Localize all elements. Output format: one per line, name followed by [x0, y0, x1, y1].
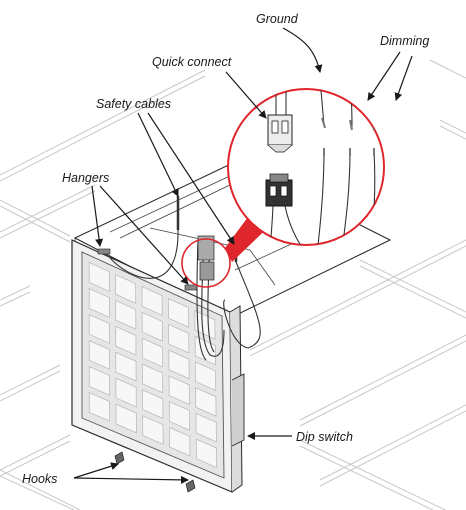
panel-lens-cell	[88, 314, 110, 344]
panel-lens-cell	[115, 351, 137, 382]
panel-lens-cell	[194, 361, 217, 392]
panel-lens-cell	[88, 391, 110, 422]
panel-lens-cell	[88, 339, 110, 370]
panel-lens-cell	[88, 365, 110, 396]
leader-lines	[73, 27, 413, 484]
label-safety-cables: Safety cables	[96, 97, 171, 111]
label-quick-connect: Quick connect	[152, 55, 232, 69]
panel-lens-cell	[141, 285, 163, 316]
detail-source-circle	[181, 238, 231, 288]
panel-lens-cell	[142, 389, 164, 420]
panel-lens-cell	[142, 363, 164, 394]
panel-lens-cell	[141, 337, 163, 368]
dimming-leader-1	[367, 51, 401, 101]
label-dip-switch: Dip switch	[296, 430, 353, 444]
ground-leader	[282, 27, 323, 73]
safety-cables	[109, 196, 261, 349]
label-hooks: Hooks	[22, 472, 57, 486]
panel-lens-cell	[115, 403, 137, 434]
label-ground: Ground	[256, 12, 299, 26]
zoom-detail	[227, 88, 385, 246]
hooks-leader-2	[73, 475, 189, 484]
hangers-leader-1	[91, 185, 104, 247]
hooks-leader-1	[73, 462, 119, 479]
panel-lens-cell	[195, 412, 217, 443]
panel-lens-cell	[142, 415, 164, 445]
panel-lens-cell	[169, 426, 191, 457]
panel-lens-cell	[115, 377, 137, 408]
panel-lens-cell	[88, 262, 110, 292]
panel-lens-cell	[168, 349, 190, 380]
panel-lens-cell	[115, 274, 137, 304]
panel-lens-cell	[168, 297, 190, 328]
ceiling-grid	[0, 59, 466, 510]
panel-lens-cell	[195, 387, 217, 417]
hooks	[114, 451, 196, 493]
panel-pattern	[88, 262, 218, 469]
panel-lens-cell	[88, 288, 110, 318]
safety-cables-leader-1	[137, 112, 179, 197]
connector-cluster	[197, 235, 215, 281]
panel-lens-cell	[168, 401, 191, 431]
label-dimming: Dimming	[380, 34, 429, 48]
safety-cables-leader-2	[147, 112, 235, 245]
dimming-leader-2	[394, 55, 413, 101]
panel-lens-cell	[115, 299, 137, 330]
label-hangers: Hangers	[62, 171, 109, 185]
panel-lens-cell	[115, 325, 137, 356]
panel-lens-cell	[168, 323, 190, 354]
panel-lens-cell	[141, 311, 163, 342]
panel-lens-cell	[195, 438, 218, 469]
panel-lens-cell	[168, 375, 190, 405]
hangers-leader-2	[99, 185, 189, 285]
quick-connect-leader	[225, 71, 267, 119]
